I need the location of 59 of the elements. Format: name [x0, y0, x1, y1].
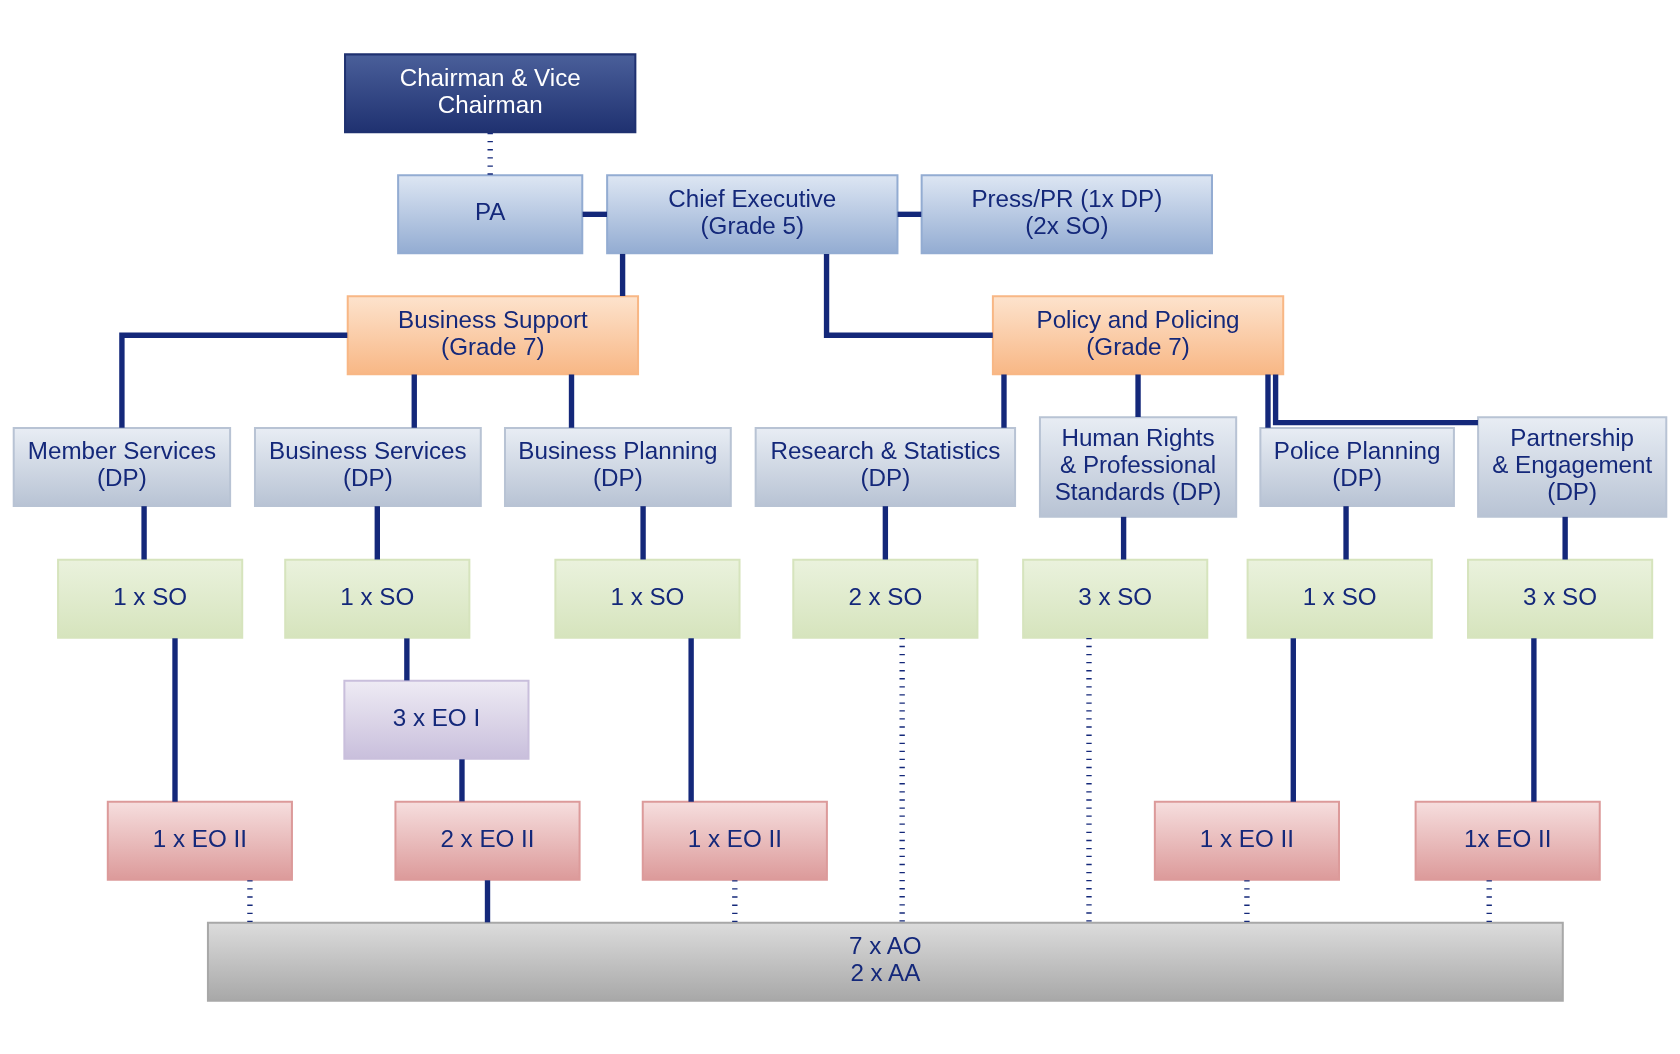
node-box: Business Planning (DP)	[503, 426, 732, 507]
connector	[404, 637, 410, 680]
connector	[732, 879, 738, 922]
connector	[1562, 516, 1568, 560]
node-box: 1 x EO II	[106, 800, 293, 881]
node-box: 7 x AO 2 x AA	[206, 921, 1564, 1002]
node-box: 1 x SO	[57, 558, 244, 639]
node-box: Partnership & Engagement (DP)	[1477, 415, 1668, 518]
node-box: Research & Statistics (DP)	[754, 426, 1017, 507]
node-box: 1 x SO	[554, 558, 741, 639]
node-box: 1 x EO II	[641, 800, 828, 881]
node-box: Business Support (Grade 7)	[346, 294, 640, 375]
node-box: 3 x SO	[1022, 558, 1209, 639]
connector	[688, 637, 694, 802]
connector	[1531, 637, 1537, 802]
connector	[1001, 373, 1007, 428]
node-box: Chairman & Vice Chairman	[344, 52, 637, 133]
node-box: 1 x SO	[284, 558, 471, 639]
node-box: 1 x EO II	[1153, 800, 1340, 881]
connector	[119, 332, 348, 428]
node-box: 3 x EO I	[343, 679, 530, 760]
connector	[823, 253, 993, 338]
node-box: Human Rights & Professional Standards (DP)	[1038, 415, 1238, 518]
connector	[374, 505, 380, 559]
node-box: 2 x SO	[792, 558, 979, 639]
connector	[1290, 637, 1296, 802]
connector	[1343, 505, 1349, 559]
node-box: Police Planning (DP)	[1259, 426, 1455, 507]
connector	[487, 132, 493, 175]
connector	[1486, 879, 1492, 922]
node-box: PA	[397, 173, 584, 254]
connector	[172, 637, 178, 802]
connector	[582, 211, 607, 217]
connector	[411, 373, 417, 428]
node-box: Chief Executive (Grade 5)	[606, 173, 899, 254]
connector	[141, 505, 147, 559]
connector	[1086, 637, 1092, 923]
connector	[1120, 516, 1127, 560]
connector	[1272, 373, 1478, 425]
node-box: 1x EO II	[1414, 800, 1601, 881]
connector	[1244, 879, 1250, 922]
connector	[1135, 373, 1141, 417]
connector	[484, 879, 491, 922]
node-box: 2 x EO II	[394, 800, 581, 881]
node-box: Business Services (DP)	[253, 426, 482, 507]
connector	[899, 637, 905, 923]
connector	[640, 505, 646, 559]
connector	[897, 211, 922, 217]
connector	[1265, 373, 1271, 428]
connector	[459, 758, 465, 801]
node-box: Member Services (DP)	[12, 426, 232, 507]
connector	[247, 879, 253, 922]
node-box: 3 x SO	[1467, 558, 1654, 639]
node-box: Press/PR (1x DP) (2x SO)	[920, 173, 1213, 254]
connector	[568, 373, 575, 428]
connector	[882, 505, 889, 559]
connector	[619, 253, 626, 296]
node-box: Policy and Policing (Grade 7)	[991, 294, 1285, 375]
node-box: 1 x SO	[1246, 558, 1433, 639]
